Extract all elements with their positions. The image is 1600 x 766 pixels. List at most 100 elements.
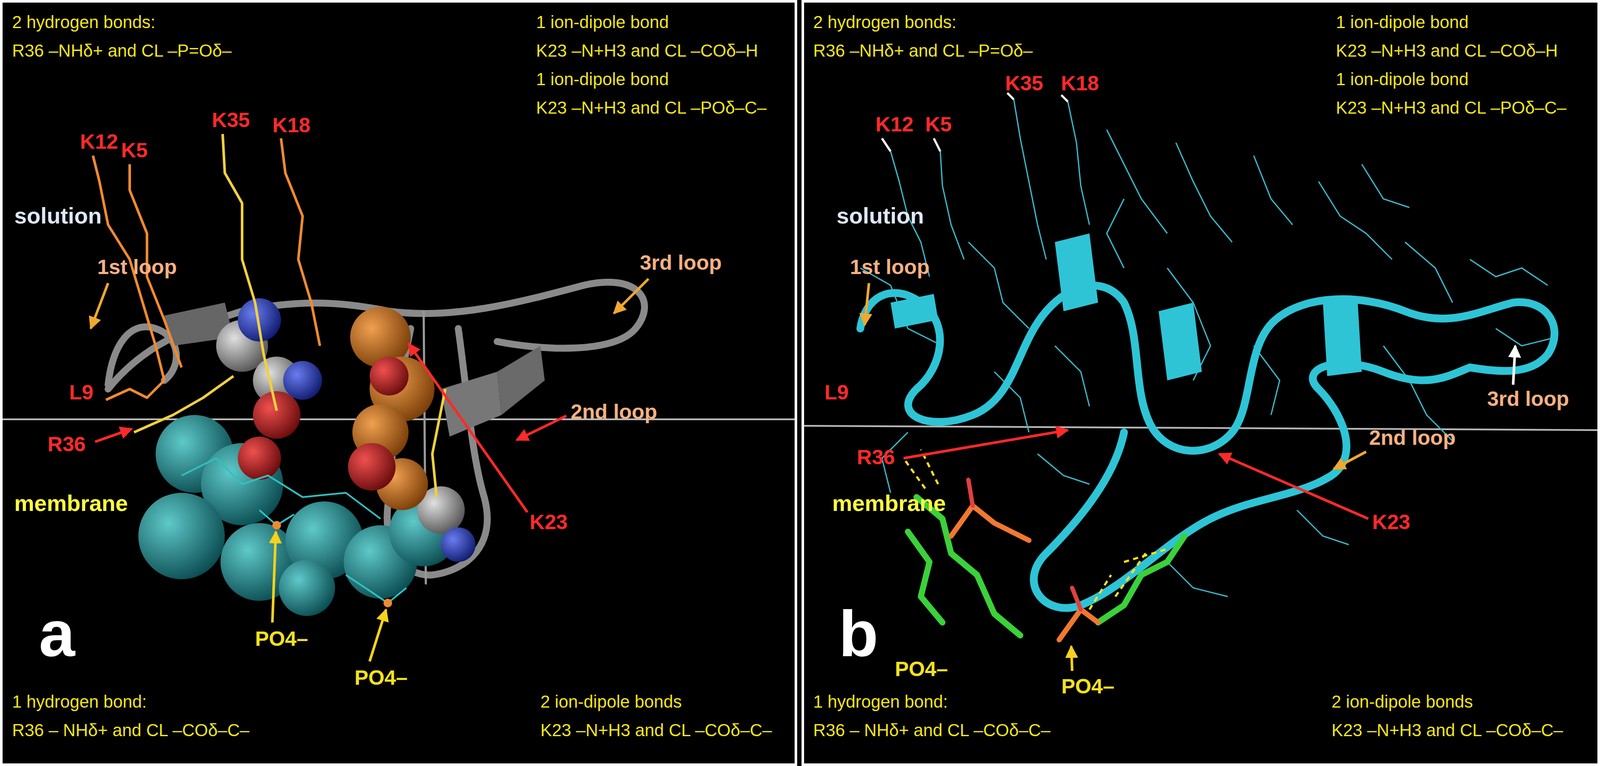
bond-note: K23 –N+H3 and CL –COδ–C– [540, 720, 773, 741]
protein-tube [890, 293, 939, 329]
leader-arrows [1333, 451, 1367, 470]
protein-tube [1322, 298, 1362, 377]
loop-label: 2nd loop [570, 399, 658, 424]
bond-note: K23 –N+H3 and CL –POδ–C– [1335, 97, 1567, 118]
bond-note: 1 ion-dipole bond [1335, 69, 1469, 90]
phosphate-label: PO4– [354, 665, 408, 690]
residue-sticks [1054, 345, 1090, 407]
panel-letter: b [838, 596, 879, 672]
atom-spheres [440, 527, 476, 563]
bond-note: R36 – NHδ+ and CL –COδ–C– [813, 720, 1051, 741]
residue-label: K23 [1372, 510, 1411, 534]
lysine-sticks [345, 574, 407, 604]
region-label: membrane [14, 490, 128, 517]
bond-note: K23 –N+H3 and CL –COδ–C– [1331, 720, 1564, 741]
residue-sticks [1361, 164, 1410, 208]
residue-sticks [1106, 198, 1125, 269]
leader-arrows [90, 278, 649, 662]
lysine-sticks [281, 138, 320, 346]
phosphate-atoms [272, 520, 282, 530]
panel-letter: a [38, 596, 75, 672]
lipid-sticks [1072, 587, 1081, 610]
leader-arrows [408, 343, 528, 513]
atom-spheres [138, 298, 476, 617]
amino-groups [1061, 95, 1068, 102]
lysine-sticks [105, 380, 165, 400]
atom-spheres [252, 391, 301, 439]
protein-tube [860, 233, 1555, 608]
residue-sticks [1469, 259, 1548, 286]
lysine-sticks [134, 376, 234, 433]
hydrogen-bond-dashes [1089, 574, 1112, 610]
residue-sticks [1318, 181, 1393, 260]
leader-arrows [272, 531, 276, 623]
loop-label: 3rd loop [639, 250, 722, 275]
region-label: membrane [832, 490, 946, 517]
bond-note: K23 –N+H3 and CL –COδ–H [536, 40, 758, 61]
residue-sticks [1253, 155, 1293, 225]
atom-spheres [278, 559, 336, 617]
residue-label: K18 [1060, 71, 1099, 96]
bond-note: R36 – NHδ+ and CL –COδ–C– [12, 720, 250, 741]
leader-arrows [516, 415, 567, 441]
lysine-sticks [222, 134, 277, 411]
residue-label: L9 [824, 380, 849, 405]
bond-note: K23 –N+H3 and CL –COδ–H [1335, 40, 1558, 61]
panel-frame [1, 1, 796, 765]
lipid-sticks [1059, 609, 1099, 640]
lipid-sticks [1098, 536, 1185, 623]
residue-sticks [968, 242, 1029, 329]
residue-label: L9 [69, 380, 94, 405]
protein-tube [860, 285, 1555, 451]
residue-label: K23 [529, 510, 568, 534]
protein-tube [1054, 233, 1099, 312]
bond-note: 1 hydrogen bond: [12, 691, 147, 712]
leader-arrows [613, 278, 649, 314]
bond-note: 1 hydrogen bond: [813, 691, 948, 712]
residue-sticks [1495, 328, 1557, 346]
residue-label: K5 [121, 138, 148, 163]
leader-arrows [369, 609, 387, 662]
atom-spheres [348, 443, 396, 491]
residue-sticks [1067, 101, 1090, 225]
atom-spheres [283, 360, 323, 400]
residue-sticks [1106, 129, 1168, 234]
bond-note: 1 ion-dipole bond [536, 69, 669, 90]
hydrogen-bond-dashes [1124, 549, 1168, 563]
membrane-boundary [2, 419, 1598, 431]
residue-label: R36 [856, 445, 895, 470]
residue-label: K35 [211, 108, 250, 132]
leader-arrows [95, 428, 132, 442]
loop-label: 3rd loop [1487, 386, 1569, 411]
hydrogen-bond-dashes [1115, 553, 1146, 597]
lysine-sticks [92, 134, 446, 604]
protein-tube [1158, 302, 1202, 381]
lysine-sticks [432, 389, 446, 498]
leader-arrows [903, 430, 1068, 459]
leader-arrows [1071, 646, 1073, 671]
panel-frame [802, 1, 1599, 765]
region-label: solution [14, 203, 102, 230]
bond-note: 2 hydrogen bonds: [12, 12, 156, 32]
bond-note: R36 –NHδ+ and CL –P=Oδ– [813, 40, 1033, 61]
residue-sticks [1175, 142, 1233, 243]
bond-note: 2 hydrogen bonds: [813, 12, 957, 32]
lipid-sticks [968, 479, 973, 506]
lysine-sticks [181, 458, 381, 519]
phosphate-atoms [272, 520, 393, 608]
region-label: solution [836, 203, 924, 230]
residue-sticks [1296, 510, 1349, 545]
amino-groups [881, 138, 891, 152]
residue-sticks [1013, 99, 1047, 260]
hydrogen-bond-dashes [903, 449, 1168, 610]
residue-sticks [1405, 242, 1453, 303]
bond-note: 1 ion-dipole bond [536, 12, 669, 32]
hydrogen-bond-dashes [903, 458, 926, 489]
residue-label: K5 [925, 112, 952, 137]
lipid-sticks [907, 479, 1185, 640]
lipid-sticks [907, 531, 943, 623]
bond-note: 2 ion-dipole bonds [1331, 691, 1473, 712]
residue-label: K18 [272, 113, 311, 138]
